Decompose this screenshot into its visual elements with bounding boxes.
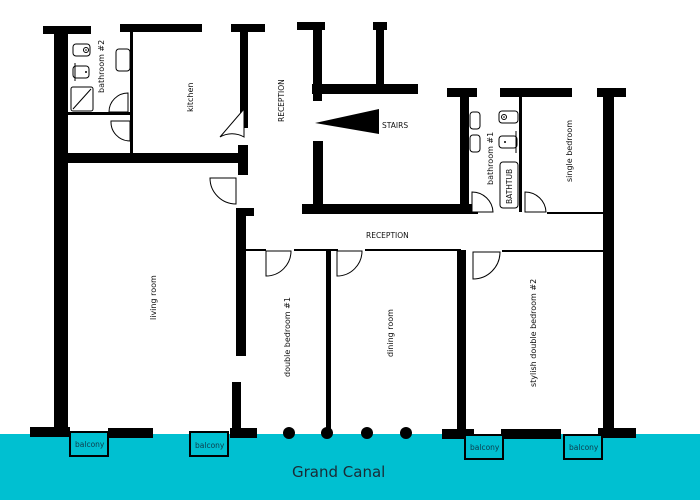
grand-canal-label: Grand Canal <box>292 463 385 481</box>
column-icon <box>361 427 373 439</box>
svg-text:balcony: balcony <box>569 443 599 452</box>
balcony-2: balcony <box>189 431 229 457</box>
bathtub-icon <box>499 161 519 209</box>
kitchen-sink-icon <box>115 48 131 72</box>
column-icon <box>400 427 412 439</box>
toilet-icon <box>498 135 518 149</box>
kitchen-label: kitchen <box>186 83 195 112</box>
bathtub-label: BATHTUB <box>505 169 514 204</box>
stylish-double-bedroom-2-label: stylish double bedroom #2 <box>529 279 538 387</box>
door-icon <box>336 250 363 277</box>
columns <box>283 427 412 439</box>
double-bedroom-1-label: double bedroom #1 <box>283 297 292 377</box>
door-icon <box>472 251 501 280</box>
door-icon <box>108 92 129 113</box>
door-icon <box>471 191 494 213</box>
door-icon <box>219 107 245 138</box>
dining-room-label: dining room <box>386 309 395 357</box>
single-bedroom-label: single bedroom <box>565 120 574 182</box>
door-icon <box>209 177 237 205</box>
reception-vertical-label: RECEPTION <box>277 79 286 122</box>
sink-icon <box>469 111 481 130</box>
bathroom-2-label: bathroom #2 <box>97 40 106 93</box>
balcony-1: balcony <box>69 431 109 457</box>
svg-text:balcony: balcony <box>75 440 105 449</box>
balcony-4: balcony <box>563 434 603 460</box>
fixtures <box>70 43 519 209</box>
doors <box>108 92 547 280</box>
bathroom-1-label: bathroom #1 <box>486 132 495 185</box>
bidet-icon <box>498 110 519 124</box>
svg-text:balcony: balcony <box>195 441 225 450</box>
living-room-label: living room <box>149 275 158 320</box>
column-icon <box>283 427 295 439</box>
walls <box>30 22 636 439</box>
toilet-icon <box>72 65 90 79</box>
stairs-label: STAIRS <box>382 121 408 130</box>
reception-corridor-label: RECEPTION <box>366 231 409 240</box>
sink-icon <box>469 134 481 153</box>
door-icon <box>110 120 131 142</box>
stairs-icon <box>315 109 379 134</box>
balcony-3: balcony <box>464 434 504 460</box>
column-icon <box>321 427 333 439</box>
door-icon <box>524 191 547 213</box>
svg-text:balcony: balcony <box>470 443 500 452</box>
door-icon <box>265 250 292 277</box>
sink-icon <box>72 43 91 57</box>
